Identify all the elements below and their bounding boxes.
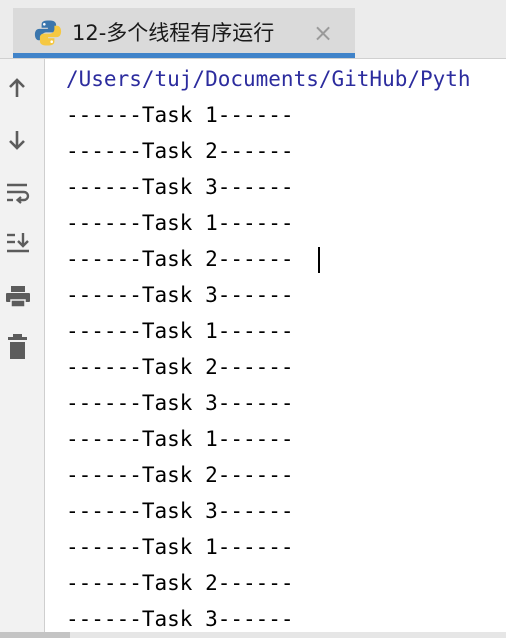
output-line: ------Task 1------: [66, 421, 294, 457]
scroll-to-end-icon[interactable]: [5, 231, 29, 255]
output-line-text: ------Task 3------: [66, 283, 294, 307]
output-line-text: ------Task 3------: [66, 607, 294, 631]
output-line-text: ------Task 1------: [66, 103, 294, 127]
output-line-text: ------Task 2------: [66, 247, 294, 271]
text-caret: [318, 247, 320, 273]
up-arrow-icon[interactable]: [5, 76, 29, 100]
output-line: ------Task 3------: [66, 169, 294, 205]
output-lines: ------Task 1------ ------Task 2------ ----…: [66, 97, 320, 637]
scrollbar-thumb[interactable]: [0, 632, 70, 638]
output-line: ------Task 1------: [66, 205, 294, 241]
tab-title: 12-多个线程有序运行: [72, 21, 275, 45]
close-icon[interactable]: ×: [312, 19, 334, 47]
output-line: ------Task 1------: [66, 529, 294, 565]
trash-icon[interactable]: [5, 333, 29, 359]
output-line-text: ------Task 3------: [66, 391, 294, 415]
output-line: ------Task 2------: [66, 349, 294, 385]
output-line: ------Task 3------: [66, 493, 294, 529]
tab-bar: 12-多个线程有序运行 ×: [0, 0, 506, 59]
tab-run-config[interactable]: 12-多个线程有序运行 ×: [13, 8, 355, 58]
output-line: ------Task 1------: [66, 97, 294, 133]
down-arrow-icon[interactable]: [5, 128, 29, 152]
python-icon: [33, 18, 63, 48]
output-line: ------Task 3------: [66, 385, 294, 421]
output-line-text: ------Task 3------: [66, 175, 294, 199]
print-icon[interactable]: [5, 284, 30, 308]
output-line: ------Task 3------: [66, 601, 294, 637]
output-line: ------Task 2------: [66, 457, 294, 493]
output-line-text: ------Task 2------: [66, 463, 294, 487]
output-line-text: ------Task 1------: [66, 427, 294, 451]
output-line-text: ------Task 2------: [66, 571, 294, 595]
output-line: ------Task 1------: [66, 313, 294, 349]
console-toolbar: [0, 59, 45, 638]
soft-wrap-icon[interactable]: [5, 181, 30, 205]
output-line: ------Task 3------: [66, 277, 294, 313]
output-line-text: ------Task 2------: [66, 139, 294, 163]
output-line-text: ------Task 1------: [66, 211, 294, 235]
tab-active-indicator: [13, 53, 355, 58]
output-line-text: ------Task 3------: [66, 499, 294, 523]
horizontal-scrollbar[interactable]: [0, 632, 506, 638]
output-line-text: ------Task 1------: [66, 319, 294, 343]
output-line: ------Task 2------: [66, 241, 320, 277]
output-line: ------Task 2------: [66, 133, 294, 169]
output-line-text: ------Task 1------: [66, 535, 294, 559]
output-line: ------Task 2------: [66, 565, 294, 601]
output-line-text: ------Task 2------: [66, 355, 294, 379]
run-command-line: /Users/tuj/Documents/GitHub/Pyth: [66, 67, 471, 91]
console-output[interactable]: /Users/tuj/Documents/GitHub/Pyth ------T…: [46, 59, 506, 638]
